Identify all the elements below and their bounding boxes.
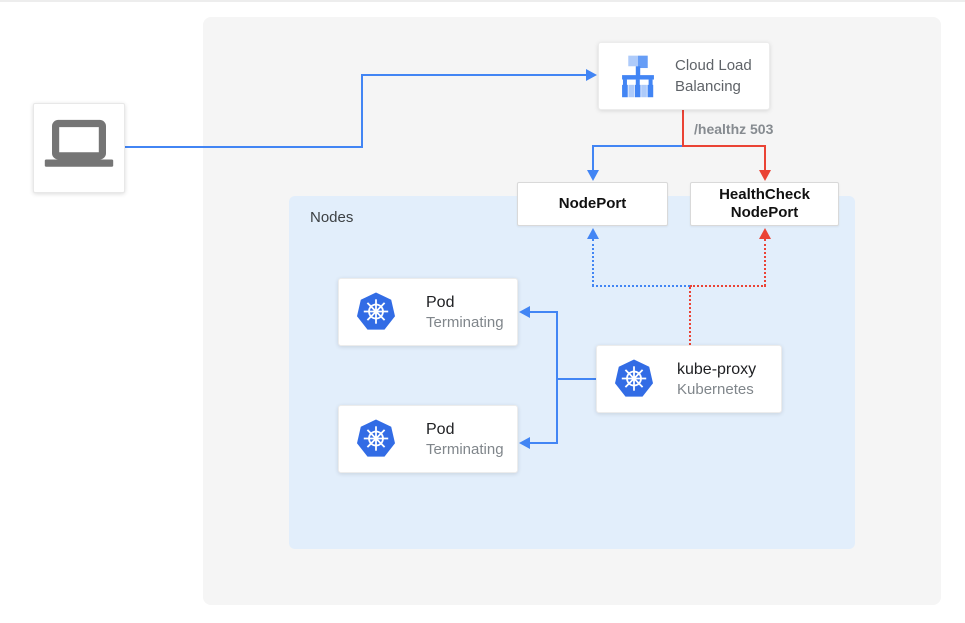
- cloud-load-balancing-node: Cloud Load Balancing: [598, 42, 770, 110]
- pod2-title: Pod: [426, 420, 455, 438]
- edge-clb-to-nodeport-segment: [592, 145, 683, 147]
- arrowhead-into-pod1: [519, 306, 530, 318]
- edge-client-to-clb-segment: [361, 75, 363, 148]
- pod2-status: Terminating: [426, 440, 504, 458]
- top-divider: [0, 0, 965, 2]
- client-node: [33, 103, 125, 193]
- edge-kubeproxy-dotted-stem: [689, 287, 691, 345]
- pod1-node: Pod Terminating: [338, 278, 518, 346]
- kubernetes-icon: [356, 419, 396, 459]
- arrowhead-into-hcnp-bottom: [759, 228, 771, 239]
- laptop-icon: [43, 119, 115, 178]
- arrowhead-into-clb: [586, 69, 597, 81]
- edge-kubeproxy-to-pods-segment: [556, 311, 558, 444]
- healthcheck-nodeport-label: HealthCheck NodePort: [719, 186, 810, 221]
- edge-kubeproxy-to-nodeport-segment: [592, 239, 594, 286]
- pod1-status: Terminating: [426, 313, 504, 331]
- edge-clb-to-hcnp-segment: [764, 145, 766, 171]
- edge-kubeproxy-to-pod2-segment: [530, 442, 557, 444]
- edge-clb-to-hcnp-segment: [682, 145, 766, 147]
- edge-kubeproxy-to-hcnp-segment: [690, 285, 766, 287]
- edge-kubeproxy-to-pod1-segment: [530, 311, 557, 313]
- arrowhead-into-hcnp: [759, 170, 771, 181]
- edge-kubeproxy-to-nodeport-segment: [592, 285, 690, 287]
- edge-kubeproxy-to-hcnp-segment: [764, 239, 766, 286]
- kube-proxy-node: kube-proxy Kubernetes: [596, 345, 782, 413]
- kubernetes-icon: [614, 359, 654, 399]
- pod2-node: Pod Terminating: [338, 405, 518, 473]
- kubernetes-icon: [356, 292, 396, 332]
- edge-client-to-clb-segment: [125, 146, 362, 148]
- kube-proxy-subtitle: Kubernetes: [677, 380, 754, 398]
- healthz-503-label: /healthz 503: [694, 121, 774, 137]
- edge-kubeproxy-to-pods-segment: [557, 378, 596, 380]
- nodeport-node: NodePort: [517, 182, 668, 226]
- pod1-title: Pod: [426, 293, 455, 311]
- arrowhead-into-nodeport: [587, 170, 599, 181]
- kube-proxy-title: kube-proxy: [677, 360, 757, 378]
- nodeport-label: NodePort: [558, 195, 627, 212]
- cloud-load-balancing-label: Cloud Load Balancing: [675, 57, 752, 95]
- edge-clb-to-hcnp-segment: [682, 110, 684, 146]
- edge-clb-to-nodeport-segment: [592, 145, 594, 171]
- arrowhead-into-pod2: [519, 437, 530, 449]
- load-balancer-icon: [615, 52, 661, 100]
- edge-client-to-clb-segment: [361, 74, 586, 76]
- arrowhead-into-nodeport-bottom: [587, 228, 599, 239]
- nodes-group-label: Nodes: [310, 209, 354, 226]
- healthcheck-nodeport-node: HealthCheck NodePort: [690, 182, 839, 226]
